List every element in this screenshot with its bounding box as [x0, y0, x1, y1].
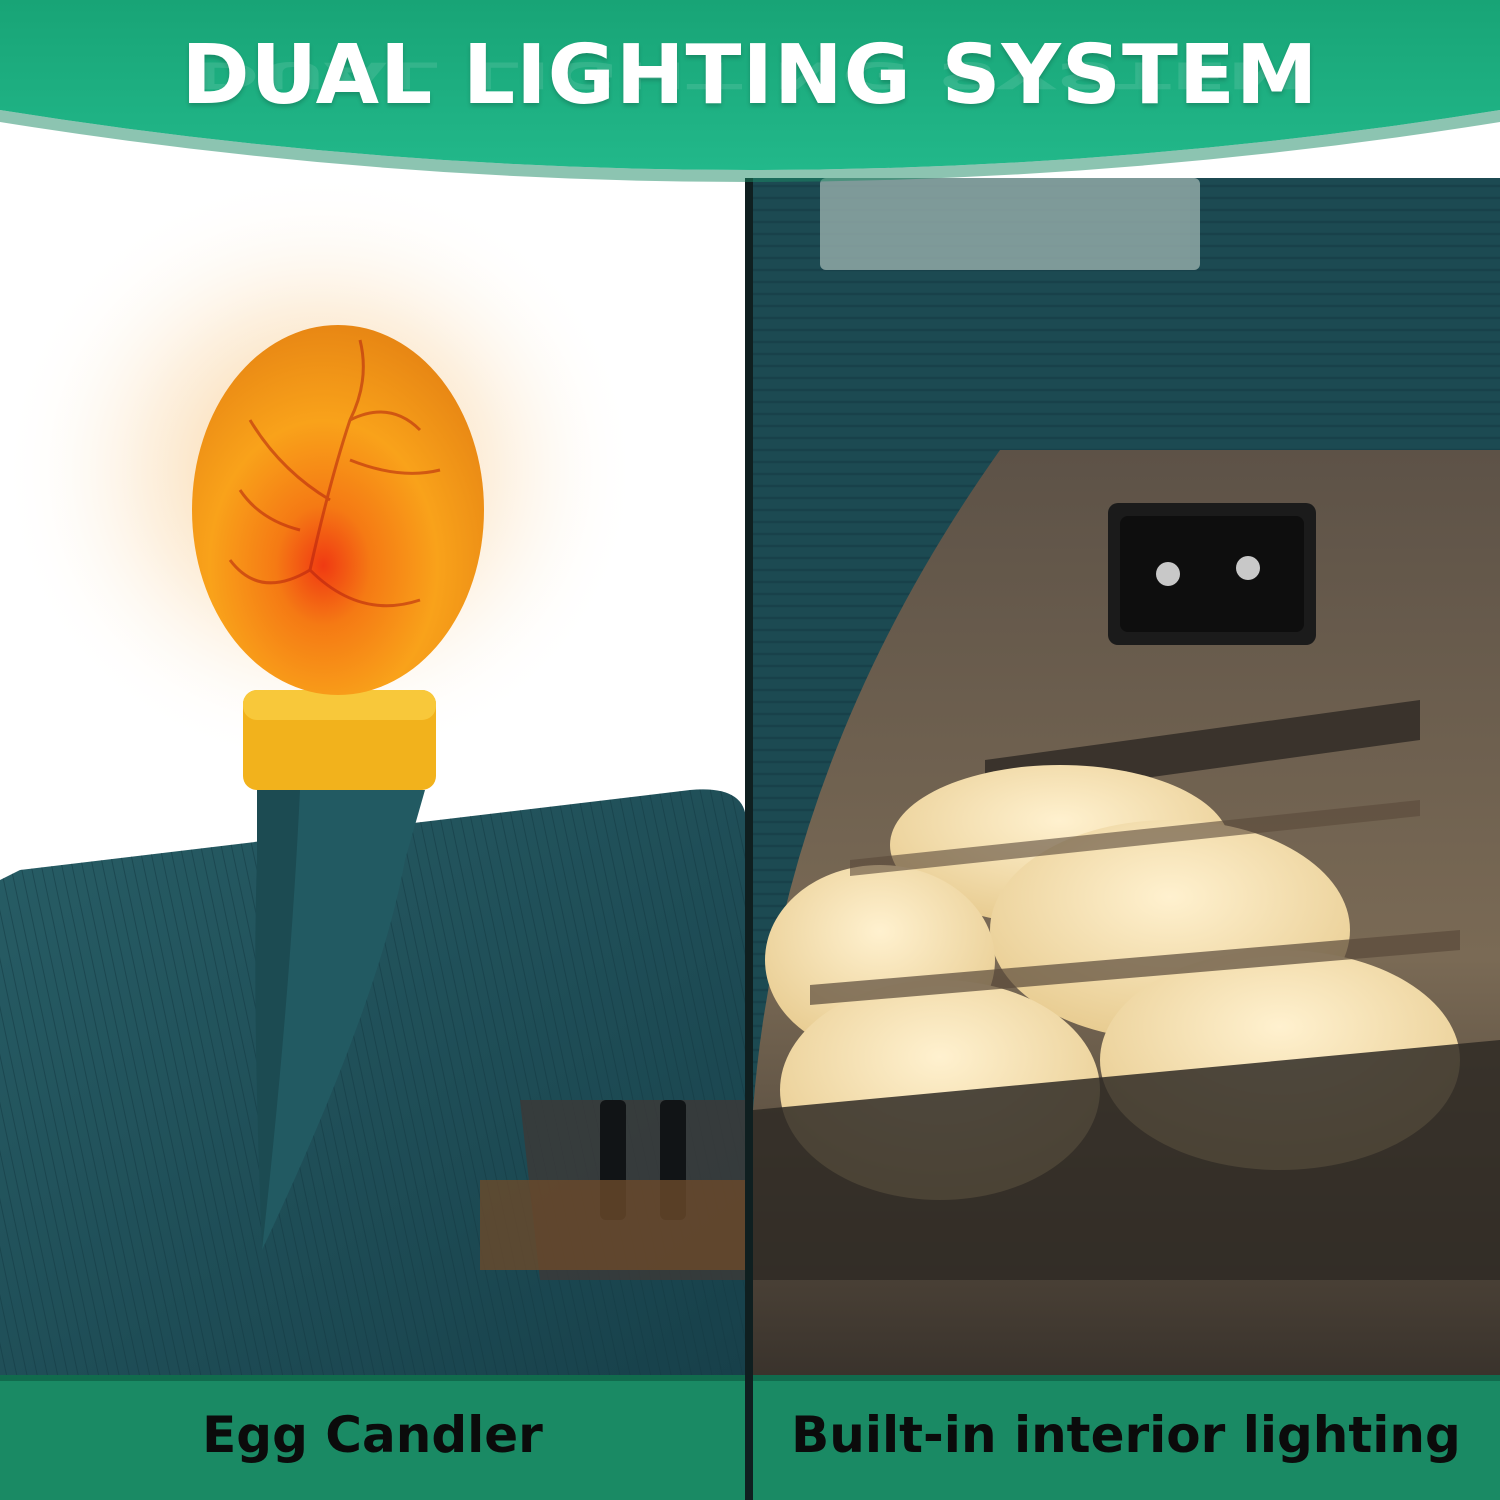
- interior-lighting-caption: Built-in interior lighting: [791, 1406, 1461, 1464]
- egg-candler-caption: Egg Candler: [202, 1406, 543, 1464]
- banner-title-reflection: DUAL LIGHTING SYSTEM: [191, 53, 1309, 96]
- banner-title: DUAL LIGHTING SYSTEM: [181, 28, 1319, 123]
